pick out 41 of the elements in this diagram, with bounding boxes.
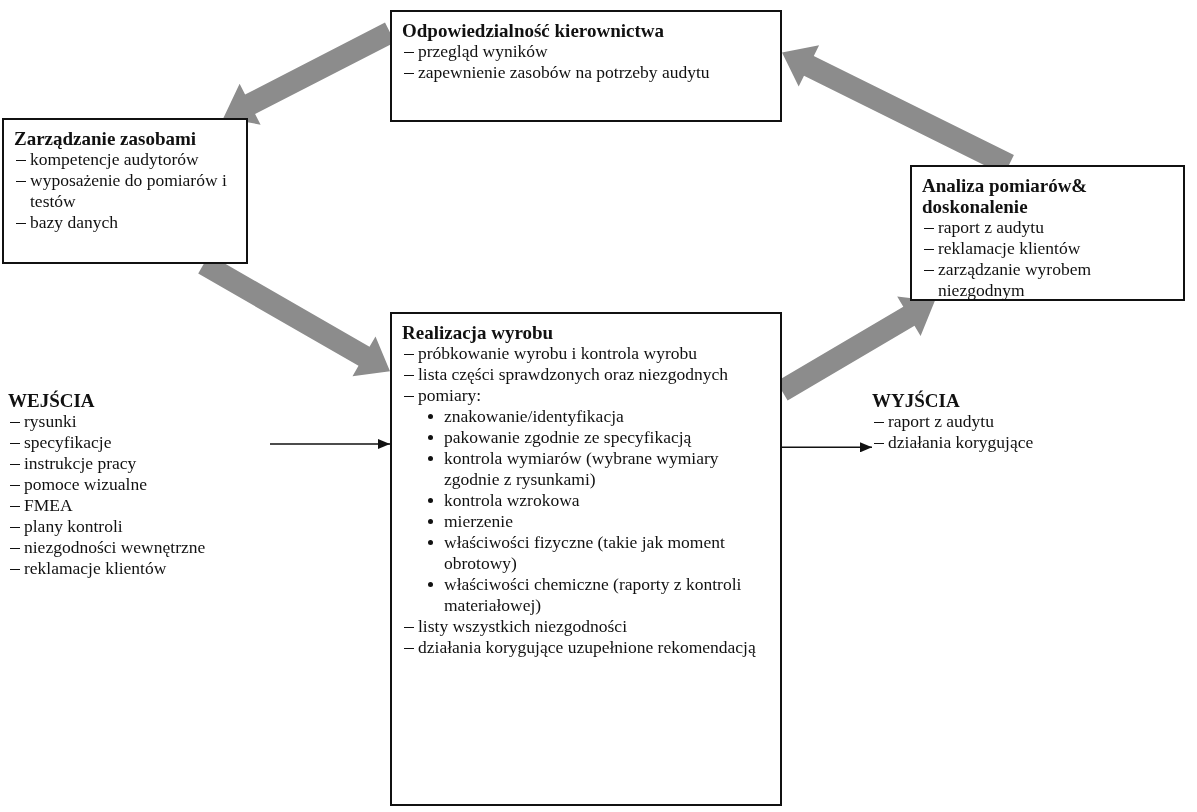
- process-box: [390, 312, 782, 806]
- process-box: [910, 165, 1185, 301]
- list-item: instrukcje pracy: [8, 453, 270, 474]
- list-item: zarządzanie wyrobem niezgodnym: [922, 259, 1175, 301]
- list-item: zapewnienie zasobów na potrzeby audytu: [402, 62, 772, 83]
- list-item: FMEA: [8, 495, 270, 516]
- list-item: listy wszystkich niezgodności: [402, 616, 772, 637]
- process-box: [2, 118, 248, 264]
- list-item: lista części sprawdzonych oraz niezgodnych: [402, 364, 772, 385]
- box-heading: WEJŚCIA: [8, 390, 96, 411]
- box-heading: Odpowiedzialność kierownictwa: [402, 20, 665, 41]
- list-item: pomiary:: [402, 385, 772, 406]
- list-item: próbkowanie wyrobu i kontrola wyrobu: [402, 343, 772, 364]
- arrow: [781, 442, 873, 453]
- list-item: działania korygujące: [872, 432, 1192, 453]
- process-box: [390, 10, 782, 122]
- list-item: przegląd wyników: [402, 41, 772, 62]
- list-item: rysunki: [8, 411, 270, 432]
- list-item: specyfikacje: [8, 432, 270, 453]
- list-item: raport z audytu: [872, 411, 1192, 432]
- list-item: kompetencje audytorów: [14, 149, 238, 170]
- list-item: reklamacje klientów: [8, 558, 270, 579]
- list-item: kontrola wymiarów (wybrane wymiary zgodnie z rysunkami): [402, 448, 772, 490]
- box-heading: Zarządzanie zasobami: [14, 128, 198, 149]
- box-heading: Analiza pomiarów& doskonalenie: [922, 175, 1089, 217]
- list-item: pomoce wizualne: [8, 474, 270, 495]
- list-item: pakowanie zgodnie ze specyfikacją: [402, 427, 772, 448]
- list-item: mierzenie: [402, 511, 772, 532]
- list-item: bazy danych: [14, 212, 238, 233]
- list-item: właściwości chemiczne (raporty z kontroli materiałowej): [402, 574, 772, 616]
- arrow: [269, 439, 391, 449]
- list-item: raport z audytu: [922, 217, 1175, 238]
- list-item: niezgodności wewnętrzne: [8, 537, 270, 558]
- list-item: właściwości fizyczne (takie jak moment obrotowy): [402, 532, 772, 574]
- list-item: działania korygujące uzupełnione rekomendacją: [402, 637, 772, 658]
- list-item: plany kontroli: [8, 516, 270, 537]
- list-item: reklamacje klientów: [922, 238, 1175, 259]
- list-item: znakowanie/identyfikacja: [402, 406, 772, 427]
- box-heading: WYJŚCIA: [872, 390, 961, 411]
- list-item: kontrola wzrokowa: [402, 490, 772, 511]
- box-heading: Realizacja wyrobu: [402, 322, 555, 343]
